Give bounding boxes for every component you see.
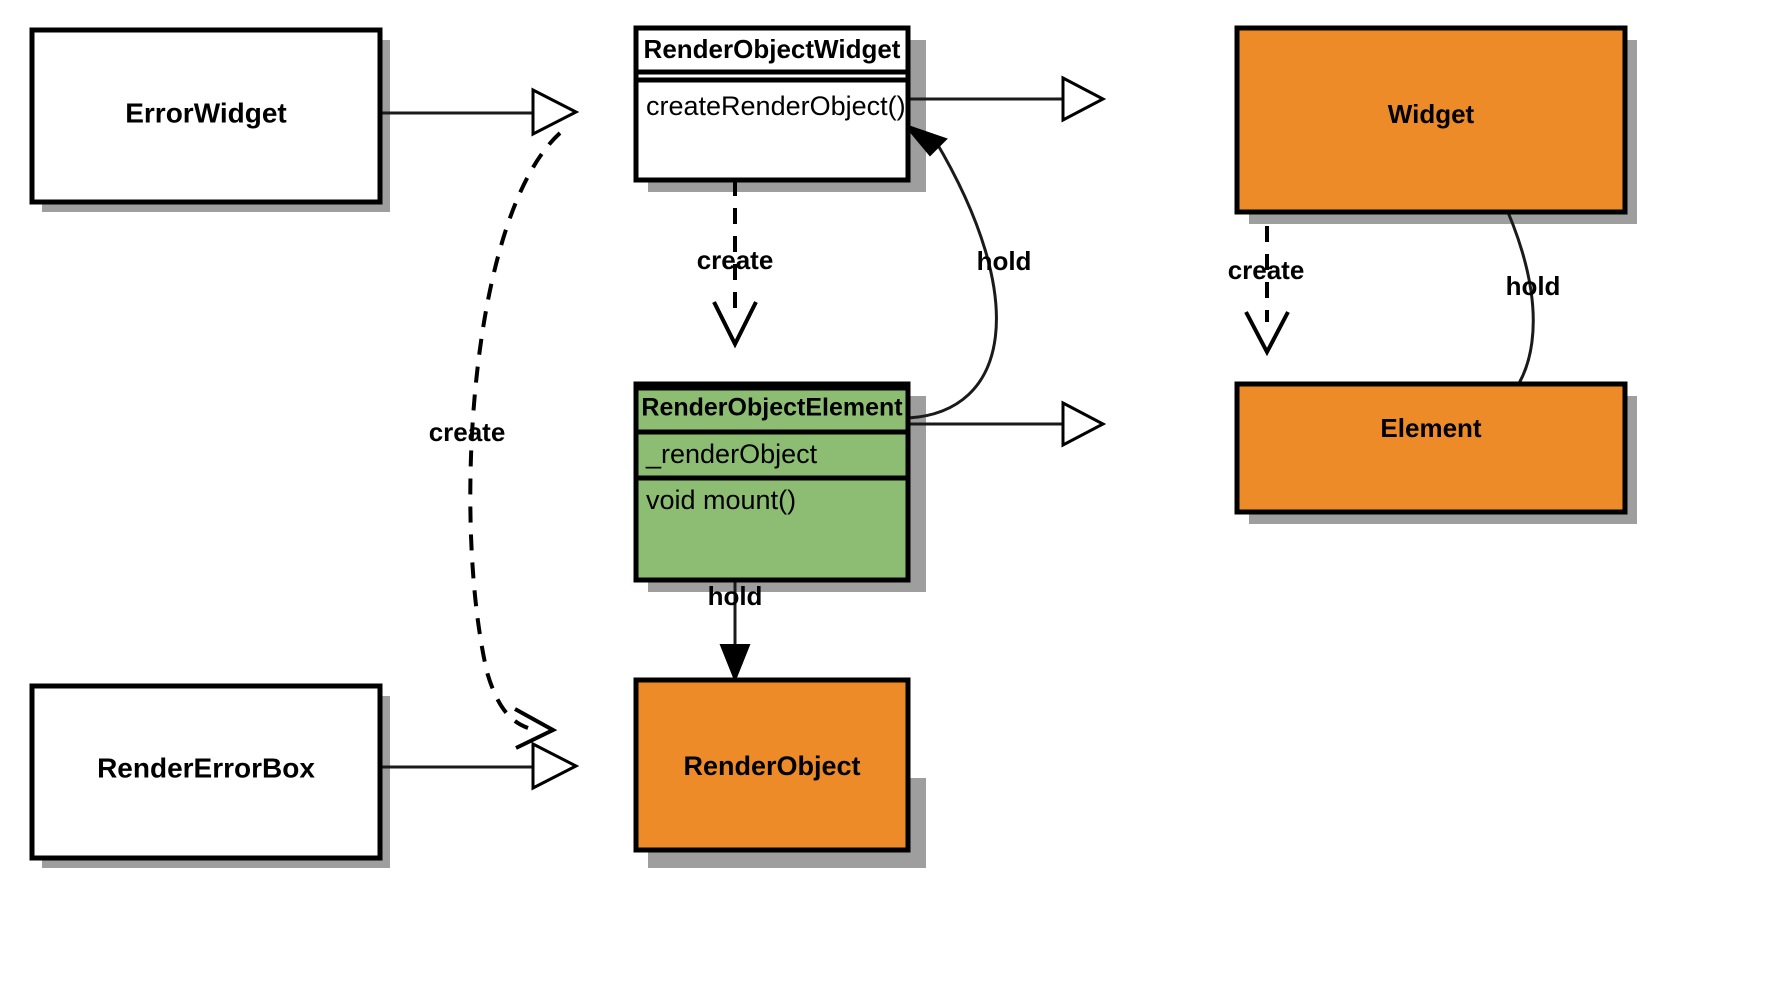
edge-render-object-element-to-element — [908, 400, 1107, 448]
edge-label-hold-center: hold — [977, 246, 1032, 276]
edge-label-create-left: create — [429, 417, 506, 447]
edge-render-error-box-to-render-object — [378, 741, 580, 791]
edge-label-hold-bottom: hold — [708, 581, 763, 611]
render-object-widget-member-create-render-object: createRenderObject() — [646, 91, 906, 121]
edge-label-create-center: create — [697, 245, 774, 275]
error-widget-label: ErrorWidget — [125, 97, 287, 128]
edge-widget-creates-element — [1244, 198, 1290, 357]
element-box[interactable] — [1234, 381, 1628, 515]
render-object-element-box[interactable] — [633, 381, 911, 583]
edge-labels: create hold create hold create hold — [429, 245, 1561, 611]
render-error-box-box[interactable] — [29, 683, 383, 861]
edge-label-create-right: create — [1228, 255, 1305, 285]
widget-box[interactable] — [1234, 25, 1628, 215]
node-error-widget[interactable]: ErrorWidget — [29, 27, 383, 205]
render-object-element-title: RenderObjectElement — [641, 394, 903, 422]
edge-render-object-widget-creates-render-object — [468, 131, 562, 750]
error-widget-box[interactable] — [29, 27, 383, 205]
node-render-object-element[interactable]: RenderObjectElement _renderObject void m… — [633, 381, 911, 583]
render-object-element-member-void-mount: void mount() — [646, 485, 796, 515]
render-object-widget-box[interactable] — [633, 25, 911, 183]
render-object-box[interactable] — [633, 677, 911, 853]
node-render-error-box[interactable]: RenderErrorBox — [29, 683, 383, 861]
render-object-element-member-render-object: _renderObject — [645, 439, 818, 469]
element-label: Element — [1380, 413, 1481, 443]
render-object-widget-title: RenderObjectWidget — [644, 34, 901, 64]
widget-label: Widget — [1388, 99, 1475, 129]
node-element[interactable]: Element — [1234, 381, 1628, 515]
edge-render-object-element-holds-render-object-widget — [901, 122, 998, 420]
render-object-label: RenderObject — [683, 751, 860, 781]
edge-render-object-widget-to-widget — [906, 75, 1107, 123]
edge-label-hold-right: hold — [1506, 271, 1561, 301]
node-widget[interactable]: Widget — [1234, 25, 1628, 215]
node-render-object-widget[interactable]: RenderObjectWidget createRenderObject() — [633, 25, 911, 183]
node-render-object[interactable]: RenderObject — [633, 677, 911, 853]
edge-error-widget-to-render-object-widget — [378, 87, 580, 137]
render-error-box-label: RenderErrorBox — [97, 752, 315, 783]
edge-render-object-widget-creates-render-object-element — [712, 180, 758, 349]
